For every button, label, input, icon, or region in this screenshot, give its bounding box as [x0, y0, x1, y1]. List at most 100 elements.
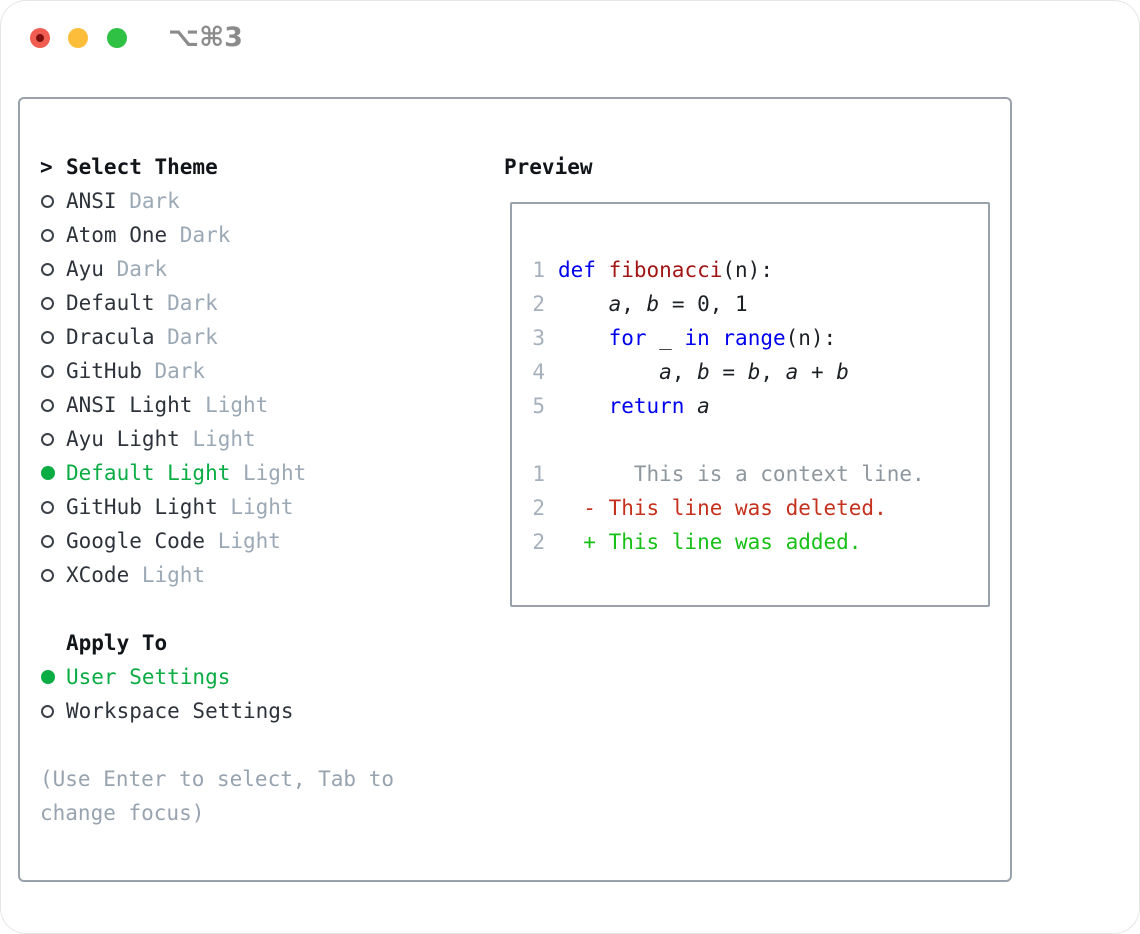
code-token: = 0, 1 [659, 292, 748, 316]
theme-variant: Light [192, 393, 269, 417]
radio-circle-icon [40, 466, 66, 480]
window-title: ⌥⌘3 [168, 22, 243, 53]
preview-code-line: 2 a, b = 0, 1 [532, 287, 988, 321]
line-tokens: for _ in range(n): [558, 326, 837, 350]
radio-circle-icon [40, 500, 66, 514]
theme-variant: Dark [103, 257, 168, 281]
theme-name: Ayu [66, 257, 104, 281]
radio-circle-icon [40, 194, 66, 208]
radio-circle-icon [40, 398, 66, 412]
code-token [558, 394, 609, 418]
code-token [596, 258, 609, 282]
preview-code-line: 4 a, b = b, a + b [532, 355, 988, 389]
theme-variant: Dark [116, 189, 180, 213]
line-tokens: a, b = b, a + b [558, 360, 849, 384]
radio-circle-icon [40, 568, 66, 582]
apply-to-option[interactable]: User Settings [40, 660, 490, 694]
radio-circle-icon [40, 534, 66, 548]
line-tokens: a, b = 0, 1 [558, 292, 748, 316]
apply-to-option[interactable]: Workspace Settings [40, 694, 490, 728]
theme-list-item[interactable]: Ayu Dark [40, 252, 490, 286]
theme-list-item[interactable]: Google Code Light [40, 524, 490, 558]
theme-list-item[interactable]: Dracula Dark [40, 320, 490, 354]
line-tokens: + This line was added. [558, 530, 861, 554]
line-tokens: This is a context line. [558, 462, 925, 486]
code-token: range [722, 326, 786, 350]
radio-circle-icon [40, 432, 66, 446]
theme-name: Default [66, 291, 155, 315]
line-number: 2 [532, 530, 545, 554]
code-token: return [608, 394, 685, 418]
close-dot-icon [36, 34, 44, 42]
apply-to-title: Apply To [66, 631, 168, 655]
focus-marker: > [40, 155, 53, 179]
code-token: + [798, 360, 837, 384]
radio-circle-icon [40, 364, 66, 378]
code-token [558, 326, 609, 350]
theme-name: ANSI [66, 189, 117, 213]
code-token: fibonacci [608, 258, 723, 282]
line-tokens: def fibonacci(n): [558, 258, 773, 282]
theme-list-item[interactable]: Atom One Dark [40, 218, 490, 252]
radio-circle-icon [40, 262, 66, 276]
code-token: _ [646, 326, 685, 350]
code-token: a [785, 360, 799, 384]
theme-list-item[interactable]: Default Light Light [40, 456, 490, 490]
code-token: a [659, 360, 672, 384]
code-token: b [747, 360, 761, 384]
apply-option-label: User Settings [66, 665, 231, 689]
preview-code-line [532, 423, 988, 457]
theme-name: XCode [66, 563, 130, 587]
line-number: 2 [532, 496, 545, 520]
code-token: (n): [722, 258, 773, 282]
code-token: def [558, 258, 596, 282]
theme-list-item[interactable]: GitHub Dark [40, 354, 490, 388]
theme-name: Ayu Light [66, 427, 180, 451]
code-token: for [608, 326, 647, 350]
theme-variant: Light [129, 563, 206, 587]
theme-list-item[interactable]: Default Dark [40, 286, 490, 320]
code-token: a [608, 292, 622, 316]
theme-name: GitHub Light [66, 495, 218, 519]
code-token: , [621, 292, 647, 316]
theme-name: GitHub [66, 359, 142, 383]
theme-list-item[interactable]: GitHub Light Light [40, 490, 490, 524]
theme-variant: Light [217, 495, 294, 519]
close-button[interactable] [30, 28, 50, 48]
theme-name: Atom One [66, 223, 168, 247]
theme-variant: Light [205, 529, 281, 553]
theme-name: ANSI Light [66, 393, 193, 417]
minimize-button[interactable] [68, 28, 88, 48]
code-token: + This line was added. [558, 530, 862, 554]
code-token [558, 292, 609, 316]
theme-list-header: > Select Theme [40, 150, 490, 184]
theme-variant: Dark [167, 223, 231, 247]
theme-variant: Dark [154, 291, 218, 315]
code-token: This is a context line. [558, 462, 925, 486]
code-token: a [697, 394, 710, 418]
main-panel: > Select Theme ANSI Dark Atom One Dark A… [18, 97, 1012, 882]
line-tokens: - This line was deleted. [558, 496, 886, 520]
radio-circle-icon [40, 330, 66, 344]
line-number: 2 [532, 292, 545, 316]
theme-list-item[interactable]: ANSI Light Light [40, 388, 490, 422]
theme-list-item[interactable]: XCode Light [40, 558, 490, 592]
theme-list-item[interactable]: ANSI Dark [40, 184, 490, 218]
radio-circle-icon [40, 670, 66, 684]
theme-list-item[interactable]: Ayu Light Light [40, 422, 490, 456]
theme-variant: Light [179, 427, 256, 451]
zoom-button[interactable] [107, 28, 127, 48]
preview-title: Preview [504, 155, 593, 179]
line-number: 4 [532, 360, 545, 384]
code-token: b [697, 360, 710, 384]
code-token [710, 326, 723, 350]
line-number: 3 [532, 326, 545, 350]
code-token: = [709, 360, 748, 384]
preview-code-line: 5 return a [532, 389, 988, 423]
theme-variant: Dark [154, 325, 218, 349]
apply-to-header-row: Apply To [40, 626, 490, 660]
preview-pane: 1 def fibonacci(n): 2 a, b = 0, 1 3 for … [510, 202, 990, 607]
code-token: b [836, 360, 849, 384]
titlebar: ⌥⌘3 [0, 0, 1140, 76]
